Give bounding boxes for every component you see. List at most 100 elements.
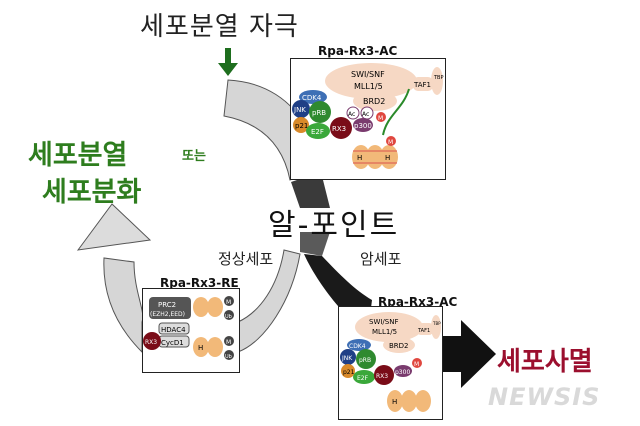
re-m-shape-1 — [224, 296, 234, 306]
h-label-1: H — [357, 154, 362, 162]
p300-shape — [353, 118, 373, 132]
re-ub-label-2: Ub — [225, 354, 232, 360]
jnk-label: JNK — [293, 106, 306, 114]
nucleosome-cluster — [352, 145, 398, 169]
rx3-shape — [330, 117, 352, 139]
cycd1-label: CycD1 — [161, 339, 184, 347]
prc2-shape — [149, 297, 191, 319]
rx3-label: RX3 — [332, 125, 346, 133]
b-swi-snf-label: SWI/SNF — [369, 318, 399, 326]
prb-label: pRB — [312, 109, 326, 117]
re-nucleosomes — [193, 297, 223, 357]
normal-cell-label: 정상세포 — [218, 250, 274, 268]
b-methyl-shape — [412, 358, 422, 368]
methyl-label-2: M — [388, 139, 393, 146]
b-brd2-shape — [383, 337, 415, 353]
b-prb-label: pRB — [359, 357, 371, 364]
cancer-cell-label: 암세포 — [360, 250, 402, 268]
differentiation-label: 세포분화 — [42, 177, 142, 208]
b-cdk4-shape — [347, 339, 371, 351]
e2f-shape — [306, 123, 330, 139]
re-m-label-2: M — [226, 339, 231, 346]
complex-ac-bottom-panel: SWI/SNF MLL1/5 TAF1 TBP BRD2 CDK4 JNK pR… — [338, 306, 443, 420]
b-taf1-label: TAF1 — [417, 328, 430, 334]
taf1-label: TAF1 — [413, 81, 431, 89]
re-rx3-shape — [143, 332, 161, 350]
prc2-label: PRC2 — [158, 301, 176, 309]
division-label: 세포분열 — [28, 140, 128, 171]
stimulus-arrow — [218, 48, 238, 76]
prc2-sub-label: (EZH2,EED) — [150, 311, 185, 318]
re-h-label: H — [198, 344, 203, 352]
h-label-2: H — [385, 154, 390, 162]
ac-shape-1 — [346, 106, 360, 120]
prb-shape — [309, 101, 331, 123]
b-cdk4-label: CDK4 — [349, 343, 366, 350]
complex-ac-top-panel: SWI/SNF MLL1/5 TAF1 TBP BRD2 CDK4 JNK pR… — [290, 58, 446, 180]
e2f-label: E2F — [311, 128, 324, 136]
mll-label: MLL1/5 — [354, 82, 383, 91]
cdk4-shape — [299, 90, 327, 104]
division-arrowhead — [76, 203, 152, 251]
taf1-shape — [413, 77, 433, 91]
hdac4-label: HDAC4 — [161, 326, 186, 334]
complex-ac-bottom-graphic: SWI/SNF MLL1/5 TAF1 TBP BRD2 CDK4 JNK pR… — [340, 312, 441, 412]
complex-ac-bottom-title: Rpa-Rx3-AC — [378, 295, 458, 309]
re-m-shape-2 — [224, 336, 234, 346]
complex-re-title: Rpa-Rx3-RE — [160, 276, 239, 290]
b-rx3-shape — [374, 365, 394, 385]
stimulus-label: 세포분열 자극 — [140, 12, 299, 42]
re-ub-shape-2 — [224, 350, 234, 360]
newsis-watermark: NEWSIS — [488, 383, 601, 411]
tbp-shape — [431, 67, 443, 95]
ac-label-1: Ac — [348, 111, 355, 118]
apoptosis-arrow — [441, 320, 496, 388]
complex-ac-top-title: Rpa-Rx3-AC — [318, 44, 398, 58]
b-jnk-label: JNK — [341, 355, 353, 362]
b-tbp-shape — [431, 315, 441, 339]
methyl-shape-2 — [386, 136, 396, 146]
b-p21-label: p21 — [343, 369, 355, 376]
methyl-shape-1 — [376, 112, 386, 122]
p21-shape — [293, 117, 309, 133]
re-ub-shape-1 — [224, 310, 234, 320]
cancer-cell-arc — [304, 254, 372, 316]
hdac4-shape — [158, 322, 190, 335]
complex-re-graphic: PRC2 (EZH2,EED) HDAC4 CycD1 RX3 M Ub M U… — [143, 296, 234, 360]
re-rx3-label: RX3 — [145, 339, 157, 346]
checkpoint-label: 알-포인트 — [268, 208, 400, 243]
cycle-arc-middle — [291, 172, 330, 208]
b-h-label: H — [392, 398, 397, 406]
b-swi-snf-shape — [355, 312, 423, 342]
cycle-arc-lower — [300, 232, 330, 256]
b-methyl-label: M — [414, 361, 419, 368]
cdk4-label: CDK4 — [302, 94, 322, 102]
b-nucleosome-cluster — [387, 390, 431, 412]
brd2-shape — [353, 91, 397, 111]
b-p300-label: p300 — [395, 369, 410, 376]
re-ub-label-1: Ub — [225, 314, 232, 320]
swi-snf-label: SWI/SNF — [351, 70, 385, 79]
b-p300-shape — [394, 365, 412, 377]
p300-label: p300 — [354, 122, 372, 130]
b-e2f-shape — [353, 370, 375, 384]
b-e2f-label: E2F — [357, 375, 369, 382]
b-rx3-label: RX3 — [376, 373, 388, 380]
b-mll-label: MLL1/5 — [372, 328, 397, 336]
b-p21-shape — [341, 364, 355, 378]
b-brd2-label: BRD2 — [389, 342, 409, 350]
tbp-label: TBP — [433, 75, 444, 81]
p21-label: p21 — [295, 122, 308, 130]
b-taf1-shape — [417, 323, 433, 335]
swi-snf-shape — [325, 63, 417, 99]
b-tbp-label: TBP — [432, 321, 441, 326]
division-or-label: 또는 — [182, 149, 206, 164]
apoptosis-label: 세포사멸 — [497, 347, 593, 377]
complex-ac-top-graphic: SWI/SNF MLL1/5 TAF1 TBP BRD2 CDK4 JNK pR… — [292, 63, 444, 169]
ac-label-2: Ac — [362, 111, 369, 118]
brd2-label: BRD2 — [363, 97, 385, 106]
re-m-label-1: M — [226, 299, 231, 306]
jnk-shape — [292, 100, 310, 118]
b-jnk-shape — [340, 349, 356, 365]
